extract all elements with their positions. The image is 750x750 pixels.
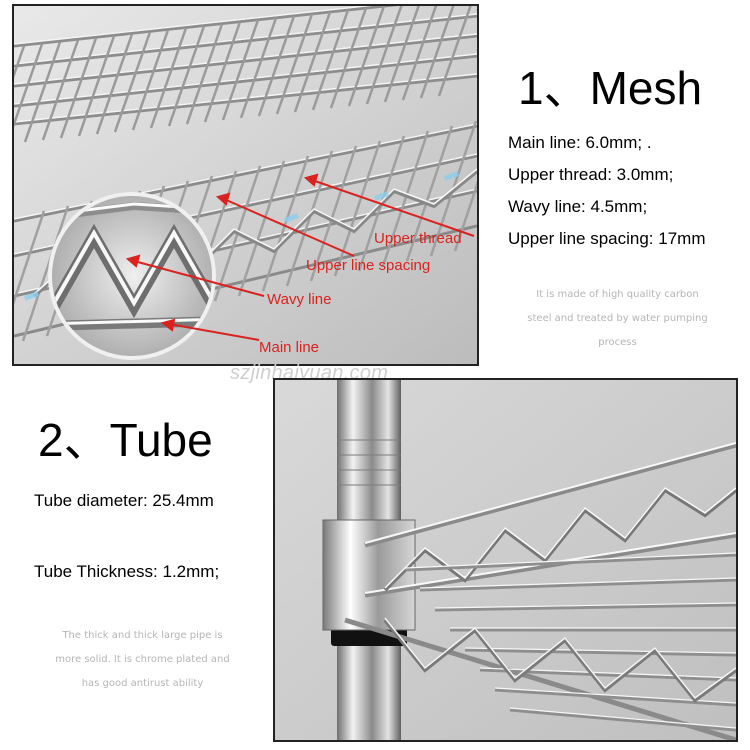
mesh-wire [77, 35, 116, 137]
callout-main-line: Main line [259, 339, 319, 356]
mesh-wire [275, 13, 314, 115]
tube-spec-thickness: Tube Thickness: 1.2mm; [34, 562, 220, 581]
tube-note-line: has good antirust ability [81, 678, 204, 689]
mesh-wire [311, 9, 350, 111]
mesh-wire [347, 6, 386, 107]
mesh-wire [285, 150, 334, 287]
mesh-wire [41, 39, 80, 141]
callout-wavy-line: Wavy line [267, 291, 331, 308]
mesh-wire [405, 125, 454, 262]
tube-illustration [275, 380, 736, 740]
mesh-photo: Upper thread Upper line spacing Wavy lin… [12, 4, 479, 366]
mesh-wire [21, 205, 70, 342]
mesh-wire [131, 29, 170, 131]
mesh-wire [221, 19, 260, 121]
mesh-spec-main-line: Main line: 6.0mm; . [508, 133, 652, 152]
mesh-wire [23, 41, 62, 143]
mesh-wire [401, 6, 438, 101]
mesh-note-line: steel and treated by water pumping [527, 313, 708, 324]
mesh-spec-upper-thread: Upper thread: 3.0mm; [508, 165, 674, 184]
mesh-wire [261, 155, 310, 292]
mesh-wire [419, 6, 455, 99]
mesh-wire [365, 6, 403, 105]
mesh-wire [437, 6, 472, 97]
mesh-wire [149, 27, 188, 129]
tube-note-line: The thick and thick large pipe is [62, 630, 223, 641]
mesh-wire [14, 210, 46, 305]
tube-note-line: more solid. It is chrome plated and [55, 654, 230, 665]
mesh-wire [383, 6, 420, 103]
mesh-wire [293, 11, 332, 113]
mesh-wire [257, 15, 296, 117]
tube-photo [273, 378, 738, 742]
mesh-spec-wavy-line: Wavy line: 4.5mm; [508, 197, 648, 216]
mesh-wire [239, 17, 278, 119]
mesh-wire [185, 23, 224, 125]
mesh-wire [167, 25, 206, 127]
callout-upper-thread: Upper thread [374, 230, 462, 247]
mesh-wire [113, 31, 152, 133]
mesh-wire [381, 130, 430, 267]
mesh-wire [59, 37, 98, 139]
mesh-wire [237, 160, 286, 297]
mesh-note-line: It is made of high quality carbon [536, 289, 699, 300]
tube-note: The thick and thick large pipe is more s… [30, 624, 255, 696]
mesh-wire [309, 145, 358, 282]
tube-heading: 2、Tube [38, 414, 213, 466]
mesh-wire [203, 21, 242, 123]
tube-spec-diameter: Tube diameter: 25.4mm [34, 491, 214, 510]
mesh-wire [14, 45, 26, 79]
mesh-wire [14, 43, 44, 128]
mesh-wire [329, 7, 368, 109]
mesh-wire [453, 181, 477, 252]
mesh-wire [95, 33, 134, 135]
mesh-note: It is made of high quality carbon steel … [505, 283, 730, 355]
callout-upper-line-spacing: Upper line spacing [306, 257, 430, 274]
mesh-illustration: Upper thread Upper line spacing Wavy lin… [14, 6, 477, 364]
mesh-wire [333, 140, 382, 277]
mesh-spec-upper-line-spacing: Upper line spacing: 17mm [508, 229, 706, 248]
mesh-note-line: process [598, 337, 637, 348]
mesh-heading: 1、Mesh [518, 62, 703, 114]
